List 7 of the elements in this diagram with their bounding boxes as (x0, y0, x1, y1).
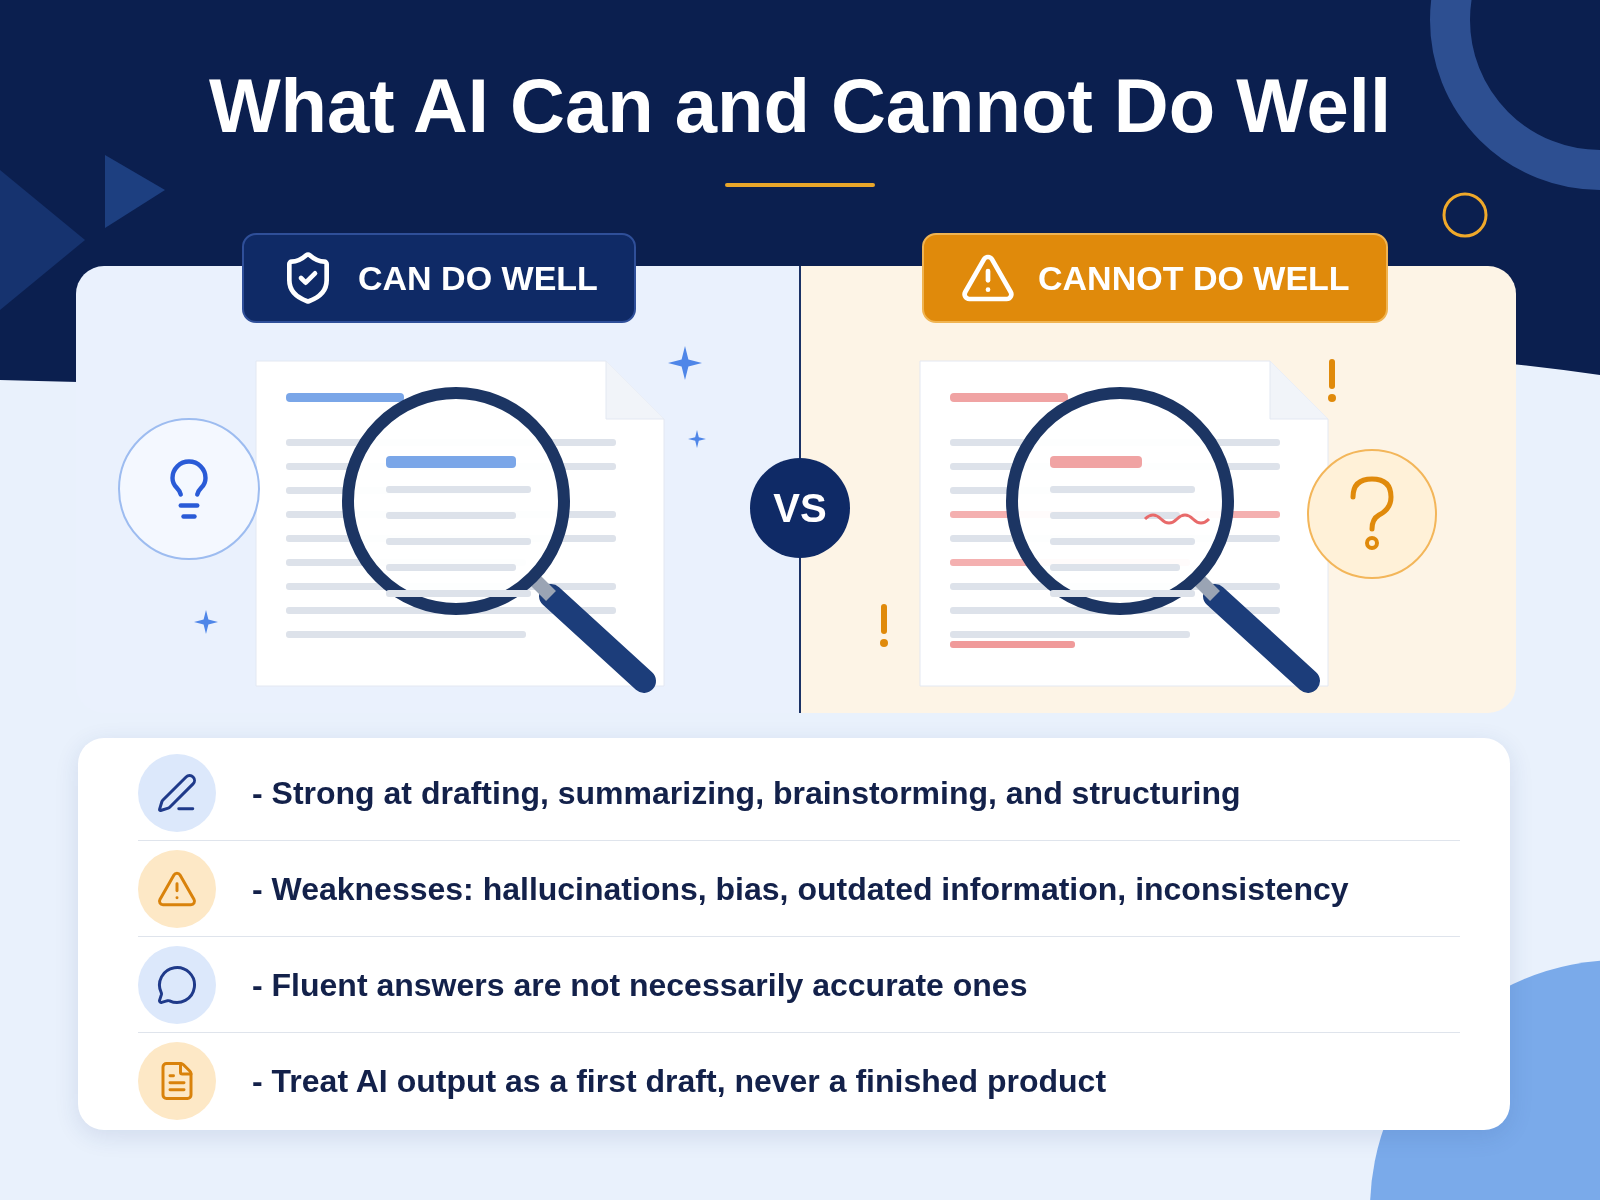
statement-text: - Strong at drafting, summarizing, brainstorming, and structuring (252, 773, 1241, 813)
heading-badge: CANNOT DO WELL (922, 233, 1388, 323)
statement-text: - Weaknesses: hallucinations, bias, outdated information, inconsistency (252, 869, 1349, 909)
statement-text: - Fluent answers are not necessarily accurate ones (252, 965, 1028, 1005)
heading-badge: CAN DO WELL (242, 233, 636, 323)
statement-text: - Treat AI output as a first draft, never a finished product (252, 1062, 1107, 1101)
title: What AI Can and Cannot Do Well (207, 68, 1393, 144)
